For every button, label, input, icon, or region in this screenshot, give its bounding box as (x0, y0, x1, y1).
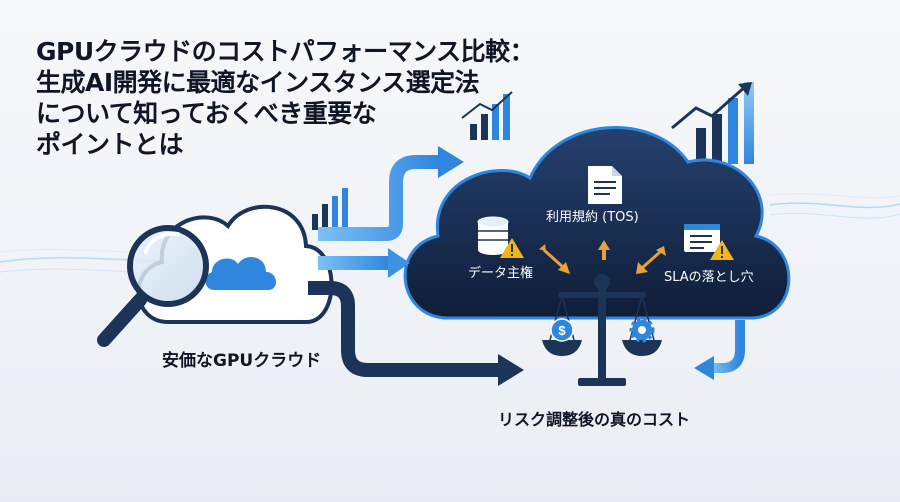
light-streaks-right (769, 193, 900, 219)
label-risk-adjusted-cost: リスク調整後の真のコスト (498, 410, 691, 429)
gear-icon (629, 317, 655, 343)
connector-arrows (539, 240, 666, 274)
label-cheap-gpu-cloud: 安価なGPUクラウド (162, 351, 322, 371)
arrow-to-cloud-top (318, 146, 464, 241)
title-line-4: ポイントとは (36, 130, 184, 159)
bar-chart-icon-left (312, 188, 348, 230)
label-sla-pitfalls: SLAの落とし穴 (664, 270, 754, 285)
title-line-1: GPUクラウドのコストパフォーマンス比較： (36, 37, 535, 66)
magnifying-glass-icon (97, 225, 209, 347)
page-title: GPUクラウドのコストパフォーマンス比較： 生成AI開発に最適なインスタンス選定… (36, 36, 535, 160)
bar-chart-icon-small (461, 91, 513, 140)
arrow-return-right (694, 320, 745, 380)
warning-icon-sla (710, 240, 734, 260)
svg-text:$: $ (558, 323, 566, 338)
bar-chart-icon (696, 82, 754, 164)
label-data-sovereignty: データ主権 (468, 266, 534, 281)
risk-cloud (403, 126, 791, 320)
warning-icon-data (500, 238, 524, 258)
trend-up-icon (671, 82, 752, 130)
dollar-coin-icon: $ (550, 318, 574, 342)
arrow-to-cloud-middle (318, 248, 410, 278)
database-icon (477, 216, 509, 255)
browser-window-icon (684, 224, 720, 252)
title-line-2: 生成AI開発に最適なインスタンス選定法 (36, 68, 480, 97)
label-terms-of-service: 利用規約 (TOS) (546, 210, 639, 225)
title-line-3: について知っておくべき重要な (36, 99, 377, 128)
arrow-to-cost (308, 281, 524, 386)
document-icon (588, 166, 622, 204)
